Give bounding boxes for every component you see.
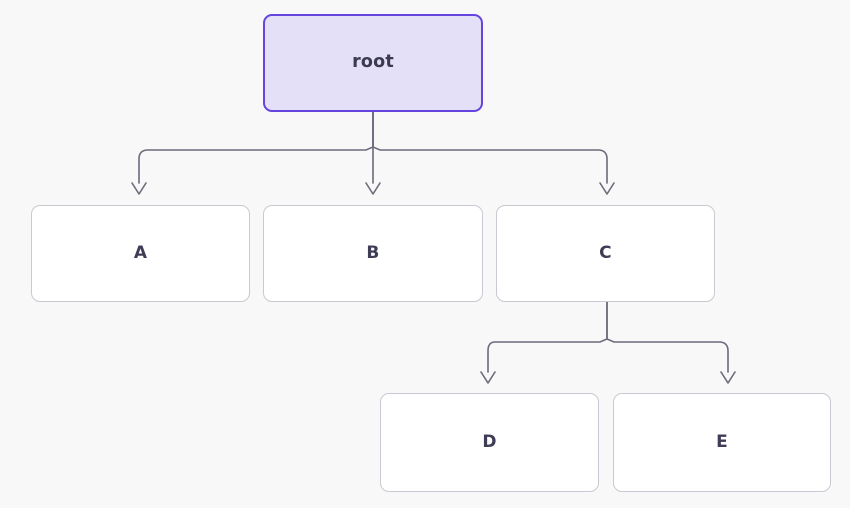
edge-root-to-a [131, 111, 374, 195]
arrowhead-icon [365, 182, 381, 195]
arrowhead-icon [131, 182, 147, 195]
arrowhead-icon [720, 371, 736, 384]
node-b[interactable]: B [263, 205, 483, 302]
node-c[interactable]: C [496, 205, 715, 302]
edge-c-to-e [606, 301, 736, 384]
node-a[interactable]: A [31, 205, 250, 302]
node-label: B [366, 243, 380, 263]
node-label: E [716, 432, 728, 452]
edge-c-to-d [480, 301, 608, 384]
node-label: A [133, 243, 148, 263]
node-label: C [599, 243, 612, 263]
node-label: D [482, 432, 497, 452]
node-e[interactable]: E [613, 393, 831, 492]
arrowhead-icon [480, 371, 496, 384]
edge-root-to-b [365, 111, 381, 195]
node-label: root [352, 52, 394, 73]
node-d[interactable]: D [380, 393, 599, 492]
edge-root-to-c [372, 111, 615, 195]
node-root[interactable]: root [263, 14, 483, 112]
arrowhead-icon [599, 182, 615, 195]
